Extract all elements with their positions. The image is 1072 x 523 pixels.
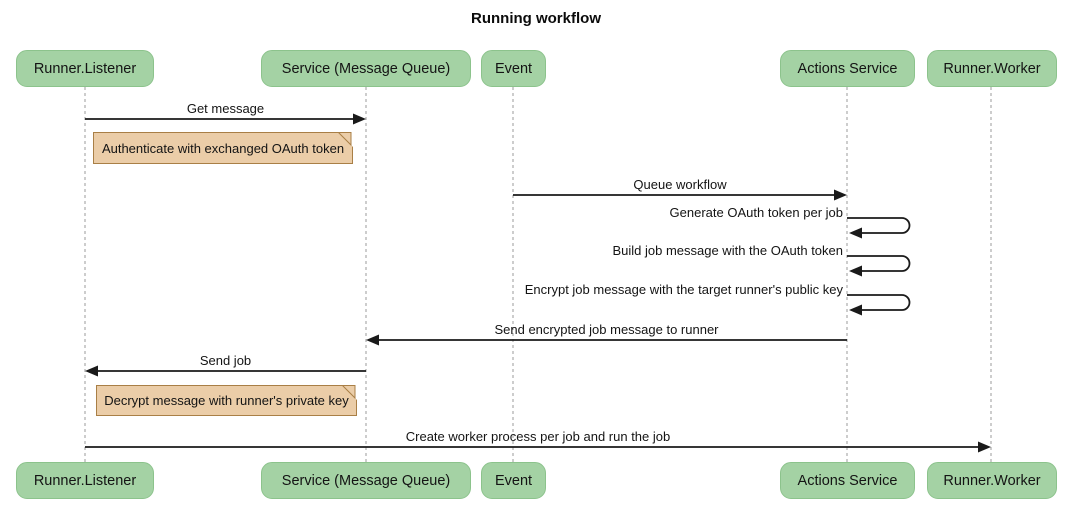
message-label-send-encrypted-message: Send encrypted job message to runner (494, 322, 719, 337)
actor-label: Runner.Listener (33, 60, 137, 77)
actor-label: Actions Service (797, 472, 898, 489)
actor-top-service-message-queue: Service (Message Queue) (261, 50, 471, 87)
arrowhead-left-icon (85, 365, 98, 377)
actor-top-runner-worker: Runner.Worker (927, 50, 1057, 87)
actor-label: Runner.Worker (943, 472, 1041, 489)
actor-label: Runner.Worker (943, 60, 1041, 77)
actor-top-event: Event (481, 50, 546, 87)
message-label-send-job: Send job (199, 353, 252, 368)
message-label-queue-workflow: Queue workflow (633, 177, 727, 192)
note-fold-corner-icon (342, 385, 357, 400)
arrowhead-left-icon (366, 334, 379, 346)
self-loop-encrypt-job-message (847, 294, 911, 311)
actor-label: Service (Message Queue) (281, 60, 451, 77)
actor-bottom-event: Event (481, 462, 546, 499)
message-label-create-worker-process: Create worker process per job and run th… (405, 429, 671, 444)
note-text: Decrypt message with runner's private ke… (104, 393, 349, 408)
actor-label: Event (494, 472, 533, 489)
self-loop-generate-oauth-token (847, 217, 911, 234)
arrowhead-right-icon (353, 113, 366, 125)
arrowhead-left-icon (849, 227, 862, 239)
diagram-title: Running workflow (471, 10, 601, 27)
actor-bottom-runner-listener: Runner.Listener (16, 462, 154, 499)
arrowhead-left-icon (849, 304, 862, 316)
arrowhead-right-icon (978, 441, 991, 453)
note-authenticate-oauth: Authenticate with exchanged OAuth token (93, 132, 353, 164)
actor-bottom-actions-service: Actions Service (780, 462, 915, 499)
actor-label: Event (494, 60, 533, 77)
actor-top-runner-listener: Runner.Listener (16, 50, 154, 87)
actor-label: Service (Message Queue) (281, 472, 451, 489)
note-text: Authenticate with exchanged OAuth token (101, 140, 345, 156)
message-arrows (85, 118, 979, 448)
self-loop-build-job-message (847, 255, 911, 272)
arrowhead-left-icon (849, 265, 862, 277)
lifelines (84, 87, 992, 462)
message-label-generate-oauth: Generate OAuth token per job (669, 205, 843, 220)
message-label-encrypt-job-message: Encrypt job message with the target runn… (524, 282, 843, 297)
note-decrypt-message: Decrypt message with runner's private ke… (96, 385, 357, 416)
actor-top-actions-service: Actions Service (780, 50, 915, 87)
arrowhead-right-icon (834, 189, 847, 201)
actor-bottom-runner-worker: Runner.Worker (927, 462, 1057, 499)
message-label-build-job-message: Build job message with the OAuth token (612, 243, 843, 258)
actor-label: Runner.Listener (33, 472, 137, 489)
actor-label: Actions Service (797, 60, 898, 77)
arrowheads (85, 113, 991, 453)
message-label-get-message: Get message (186, 101, 265, 116)
note-fold-corner-icon (338, 132, 353, 147)
actor-bottom-service-message-queue: Service (Message Queue) (261, 462, 471, 499)
